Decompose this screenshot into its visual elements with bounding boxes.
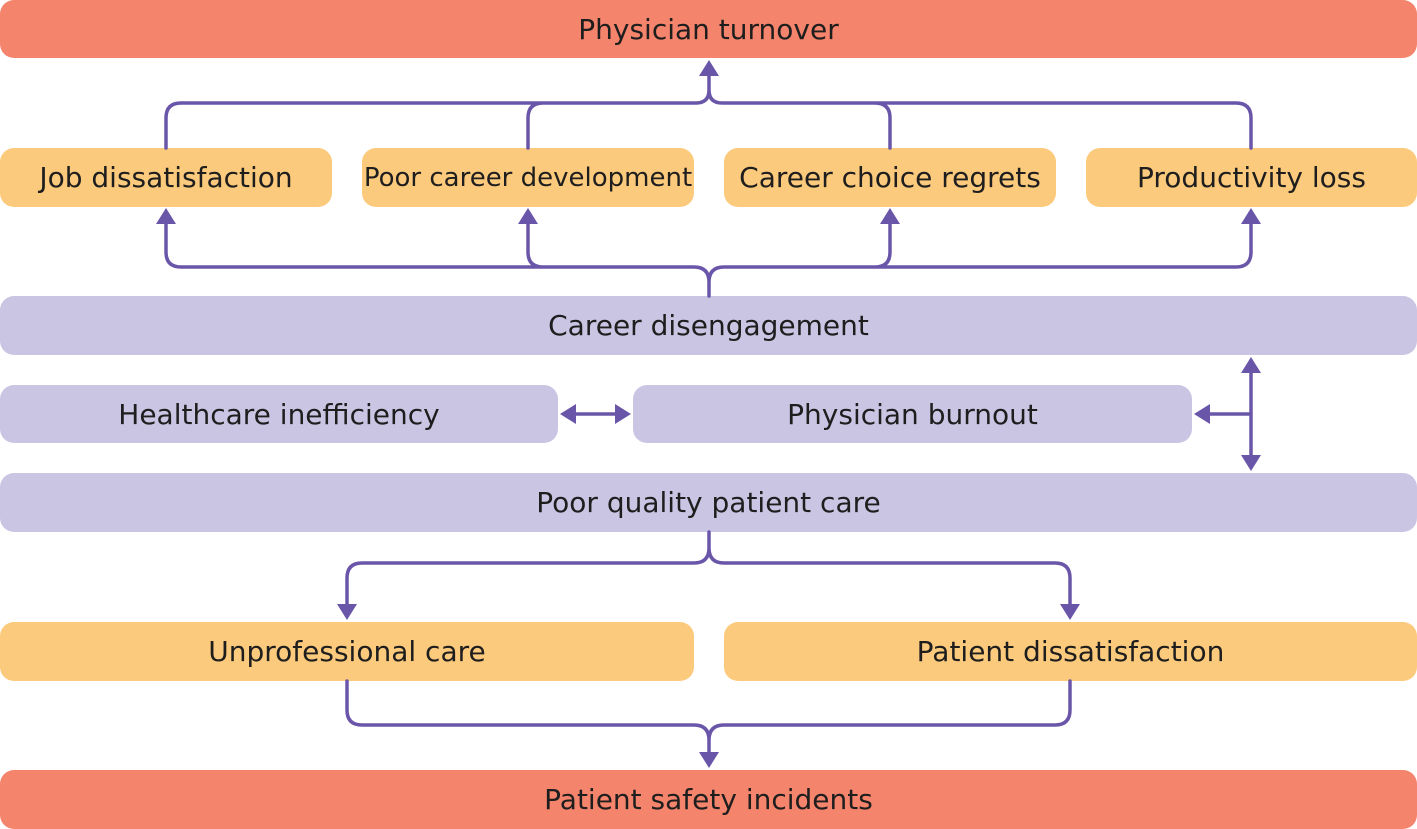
node-label: Patient safety incidents [544, 783, 873, 816]
node-label: Physician turnover [578, 12, 839, 46]
node-healthcare-inefficiency: Healthcare inefficiency [0, 385, 558, 443]
node-career-choice-regrets: Career choice regrets [724, 148, 1056, 207]
connector-disengagement-to-row [164, 218, 1253, 298]
node-physician-burnout: Physician burnout [633, 385, 1192, 443]
node-poor-quality-patient-care: Poor quality patient care [0, 473, 1417, 532]
node-job-dissatisfaction: Job dissatisfaction [0, 148, 332, 207]
arrowhead-up-job [156, 208, 176, 224]
node-productivity-loss: Productivity loss [1086, 148, 1417, 207]
node-label: Healthcare inefficiency [118, 397, 440, 431]
arrowhead-right-burnout [615, 404, 631, 424]
arrowhead-up-turnover [699, 60, 719, 76]
arrowhead-up-regrets [880, 208, 900, 224]
node-label: Career choice regrets [739, 161, 1041, 194]
arrowhead-left-inefficiency [560, 404, 576, 424]
arrowhead-up-disengagement [1241, 357, 1261, 373]
connector-burnout-vertical [1206, 368, 1253, 461]
node-career-disengagement: Career disengagement [0, 296, 1417, 355]
arrowhead-down-patient-dissat [1060, 604, 1080, 620]
node-label: Physician burnout [787, 397, 1038, 431]
node-poor-career-development: Poor career development [362, 148, 694, 207]
node-patient-dissatisfaction: Patient dissatisfaction [724, 622, 1417, 681]
arrowhead-down-safety [699, 752, 719, 768]
connector-to-safety [345, 679, 1072, 758]
node-label: Patient dissatisfaction [916, 635, 1225, 668]
node-label: Unprofessional care [208, 635, 486, 668]
node-label: Job dissatisfaction [39, 161, 293, 194]
arrowhead-up-productivity [1241, 208, 1261, 224]
arrowhead-left-burnout [1194, 404, 1210, 424]
node-physician-turnover: Physician turnover [0, 0, 1417, 58]
node-label: Productivity loss [1137, 161, 1366, 194]
arrowhead-down-unprofessional [337, 604, 357, 620]
node-unprofessional-care: Unprofessional care [0, 622, 694, 681]
connector-to-turnover [164, 70, 1253, 150]
node-label: Career disengagement [548, 309, 869, 342]
arrowhead-down-quality [1241, 455, 1261, 471]
arrowhead-up-career-dev [518, 208, 538, 224]
connector-quality-split [345, 530, 1072, 610]
node-label: Poor quality patient care [536, 486, 881, 519]
node-patient-safety-incidents: Patient safety incidents [0, 770, 1417, 829]
node-label: Poor career development [363, 162, 693, 193]
